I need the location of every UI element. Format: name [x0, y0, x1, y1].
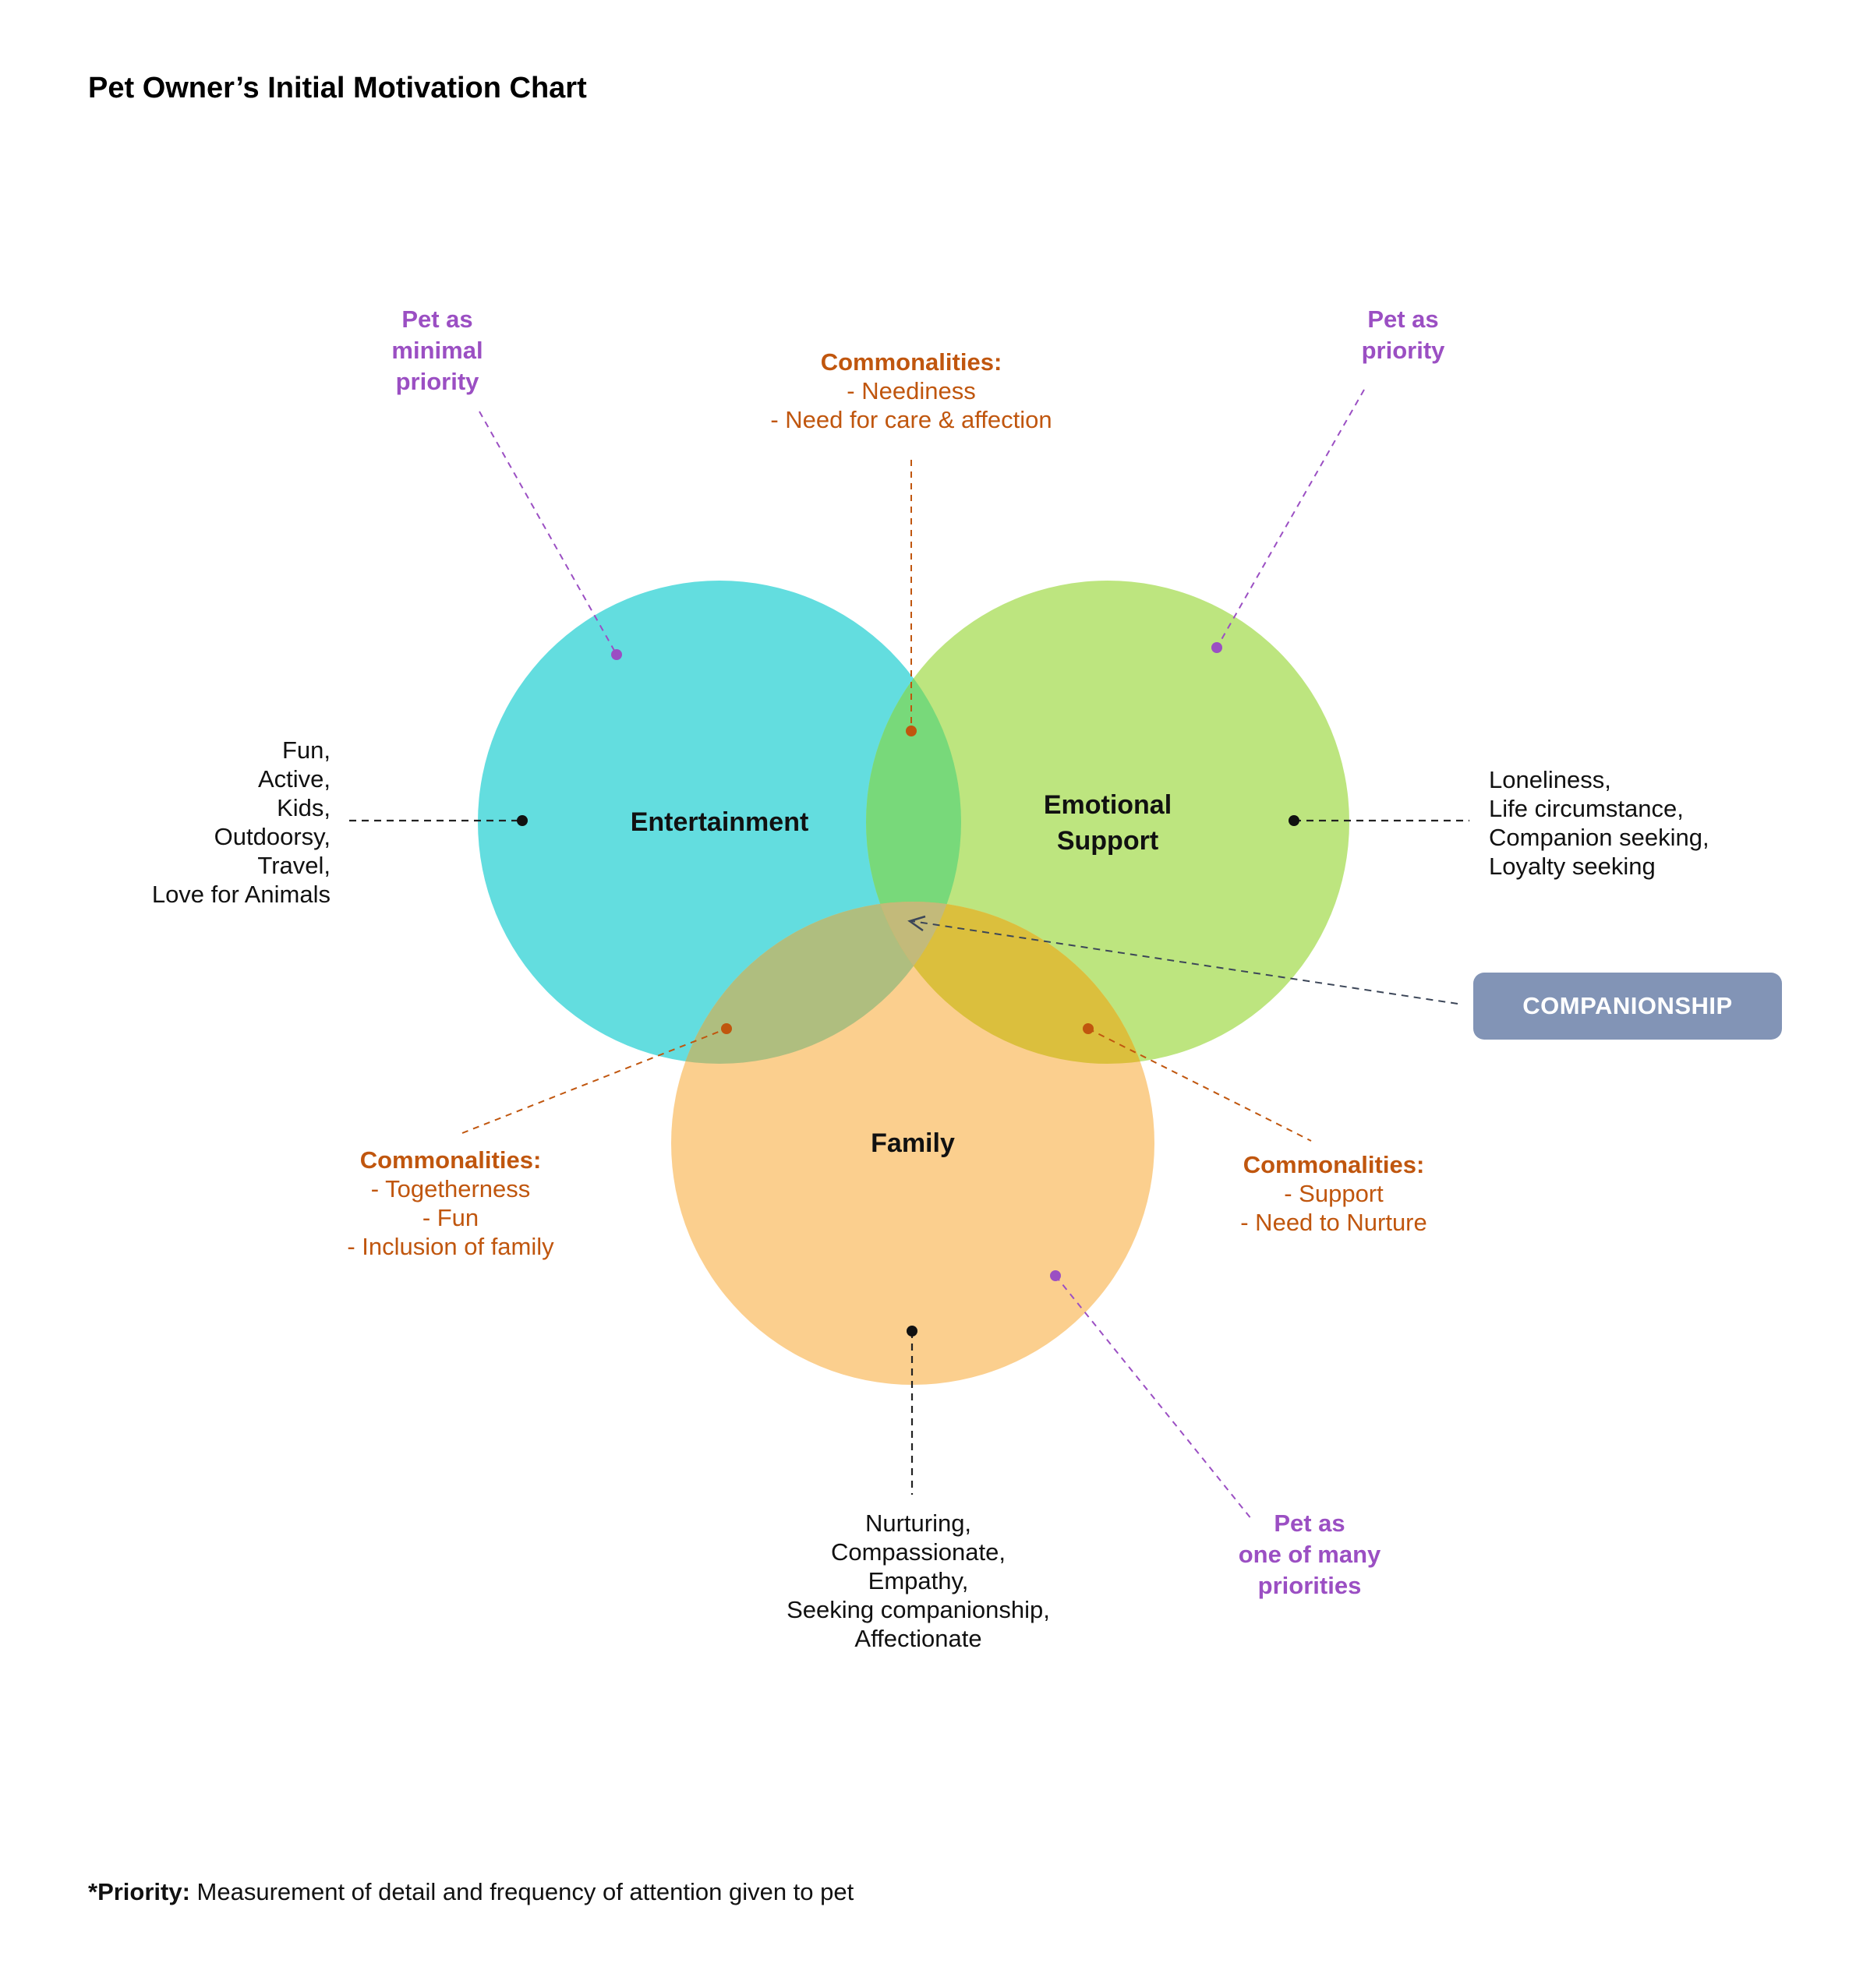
commonalities-entertainment-emotional: Commonalities: - Neediness - Need for ca…	[716, 348, 1106, 434]
overlap-entertainment-family	[671, 902, 961, 1064]
commonalities-entertainment-family: Commonalities: - Togetherness - Fun - In…	[295, 1146, 606, 1261]
companionship-arrow-line	[911, 920, 1458, 1005]
priority-high-label: Pet as priority	[1325, 304, 1481, 366]
companionship-arrow-head	[907, 915, 926, 932]
commonality-item: - Need for care & affection	[770, 406, 1052, 433]
commonality-item: - Togetherness	[370, 1175, 531, 1202]
priority-minimal-connector	[479, 411, 617, 655]
commonalities-heading: Commonalities:	[820, 348, 1002, 376]
priority-line: one of many	[1238, 1541, 1381, 1568]
family-attributes: Nurturing, Compassionate, Empathy, Seeki…	[762, 1509, 1074, 1653]
companionship-badge: COMPANIONSHIP	[1473, 973, 1782, 1040]
commonality-item: - Inclusion of family	[347, 1233, 554, 1260]
family-dot	[907, 1326, 917, 1337]
priority-many-connector	[1055, 1275, 1253, 1520]
attribute-item: Active,	[257, 765, 331, 793]
attribute-item: Companion seeking,	[1489, 824, 1709, 851]
attribute-item: Loyalty seeking	[1489, 853, 1656, 880]
emotional-support-attributes: Loneliness, Life circumstance, Companion…	[1489, 765, 1709, 881]
commonalities-emotional-family: Commonalities: - Support - Need to Nurtu…	[1178, 1150, 1490, 1237]
attribute-item: Love for Animals	[151, 881, 331, 908]
attribute-item: Nurturing,	[864, 1510, 972, 1537]
priority-line: minimal	[391, 337, 483, 364]
commonality-ent-emo-dot	[906, 726, 917, 736]
priority-line: Pet as	[1367, 305, 1439, 333]
priority-many-label: Pet as one of many priorities	[1216, 1508, 1403, 1601]
attribute-item: Outdoorsy,	[214, 823, 331, 850]
commonality-item: - Neediness	[847, 377, 976, 404]
priority-line: Pet as	[401, 305, 473, 333]
emotional-dot	[1289, 815, 1299, 826]
commonality-item: - Support	[1284, 1180, 1384, 1207]
priority-line: Pet as	[1274, 1510, 1345, 1537]
priority-line: priority	[1361, 337, 1445, 364]
commonality-emo-fam-dot	[1083, 1023, 1094, 1034]
commonalities-heading: Commonalities:	[1243, 1151, 1425, 1178]
family-label: Family	[871, 1128, 955, 1158]
attribute-item: Travel,	[257, 852, 331, 879]
footnote-term: *Priority:	[88, 1878, 190, 1905]
priority-many-dot	[1050, 1270, 1061, 1281]
priority-high-dot	[1211, 642, 1222, 653]
attribute-item: Empathy,	[868, 1567, 969, 1594]
commonality-ent-fam-dot	[721, 1023, 732, 1034]
attribute-item: Compassionate,	[830, 1538, 1006, 1566]
entertainment-attributes: Fun, Active, Kids, Outdoorsy, Travel, Lo…	[94, 736, 331, 909]
entertainment-dot	[517, 815, 528, 826]
commonalities-heading: Commonalities:	[359, 1146, 542, 1174]
attribute-item: Loneliness,	[1489, 766, 1611, 793]
overlap-emotional-family	[866, 902, 1154, 1064]
priority-line: priority	[395, 368, 479, 395]
emotional-support-label-line: Emotional	[1043, 790, 1172, 820]
attribute-item: Affectionate	[854, 1625, 982, 1652]
priority-footnote: *Priority: Measurement of detail and fre…	[88, 1878, 854, 1906]
emotional-support-label-line: Support	[1056, 826, 1159, 856]
priority-minimal-dot	[611, 649, 622, 660]
entertainment-label: Entertainment	[630, 807, 809, 837]
commonality-item: - Fun	[422, 1204, 479, 1231]
page-title: Pet Owner’s Initial Motivation Chart	[88, 72, 587, 104]
priority-line: priorities	[1257, 1572, 1362, 1599]
attribute-item: Seeking companionship,	[787, 1596, 1050, 1623]
attribute-item: Fun,	[281, 736, 331, 764]
attribute-item: Kids,	[277, 794, 331, 821]
priority-high-connector	[1216, 389, 1365, 648]
attribute-item: Life circumstance,	[1489, 795, 1684, 822]
emotional-support-label: Emotional Support	[952, 787, 1264, 859]
footnote-definition: Measurement of detail and frequency of a…	[189, 1878, 854, 1905]
commonality-ent-fam-connector	[461, 1028, 727, 1134]
commonality-item: - Need to Nurture	[1240, 1209, 1427, 1236]
priority-minimal-label: Pet as minimal priority	[359, 304, 515, 397]
